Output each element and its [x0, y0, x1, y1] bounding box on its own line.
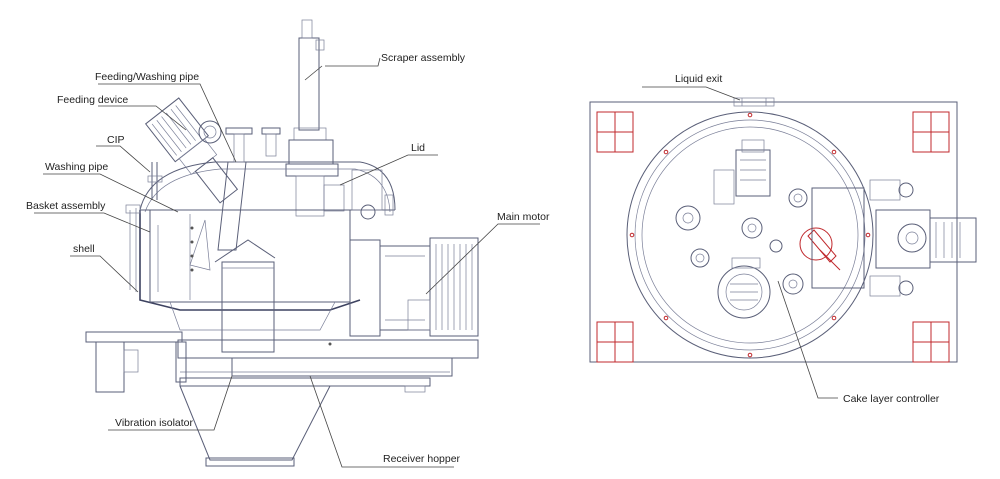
- main-motor: [349, 237, 479, 337]
- main-motor-top: [869, 179, 977, 297]
- label-shell: shell: [73, 243, 95, 255]
- label-cake-layer-controller: Cake layer controller: [843, 393, 940, 405]
- label-liquid-exit: Liquid exit: [675, 73, 723, 85]
- label-feeding-device: Feeding device: [57, 94, 129, 106]
- top-motor: [713, 139, 771, 205]
- corner-pad-tr: [912, 111, 950, 153]
- lid-port: [717, 257, 771, 319]
- leader-lines: [34, 57, 838, 468]
- basket: [169, 239, 336, 353]
- receiver-hopper: [179, 385, 331, 467]
- label-scraper-assembly: Scraper assembly: [381, 52, 466, 64]
- scraper-column: [285, 19, 345, 217]
- corner-pad-tl: [596, 111, 634, 153]
- label-cip: CIP: [107, 134, 125, 146]
- label-feeding-washing-pipe: Feeding/Washing pipe: [95, 71, 200, 83]
- label-vibration-isolator: Vibration isolator: [115, 417, 194, 429]
- label-basket-assembly: Basket assembly: [26, 200, 106, 212]
- label-lid: Lid: [411, 142, 426, 154]
- cake-layer-controller-part: [799, 227, 841, 271]
- side-view: [85, 19, 479, 467]
- label-washing-pipe: Washing pipe: [45, 161, 109, 173]
- rim-bolts: [629, 112, 871, 358]
- vibration-isolator: [85, 331, 187, 393]
- shell-body: [125, 204, 361, 311]
- feeding-device: [144, 97, 239, 204]
- label-receiver-hopper: Receiver hopper: [383, 453, 461, 465]
- corner-pad-br: [912, 321, 950, 363]
- feeding-pipes: [189, 127, 281, 271]
- top-view: [589, 97, 977, 363]
- cip-pipe: [147, 162, 163, 200]
- corner-pad-bl: [596, 321, 634, 363]
- base-frame: [177, 339, 479, 393]
- label-main-motor: Main motor: [497, 211, 550, 223]
